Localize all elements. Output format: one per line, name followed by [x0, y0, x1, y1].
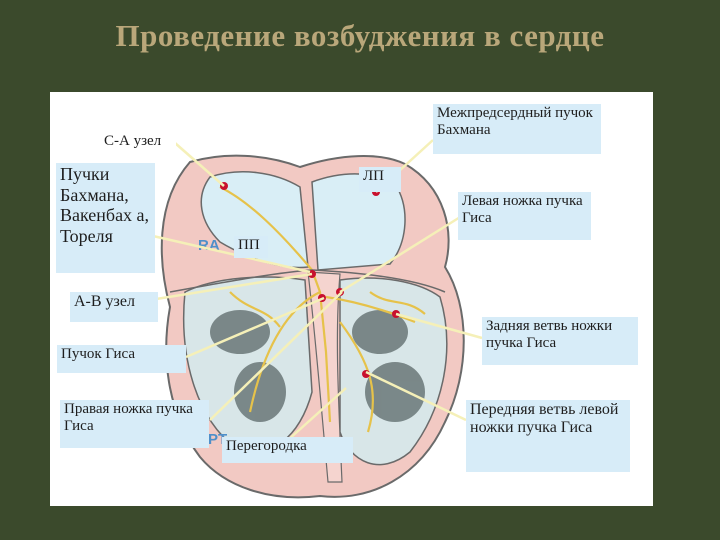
label-anterior-fascicle: Передняя ветвь левой ножки пучка Гиса	[466, 400, 630, 472]
label-bachmann-bundles: Пучки Бахмана, Вакенбах а, Тореля	[56, 163, 155, 273]
label-la: ЛП	[359, 167, 401, 192]
myocardium-texture	[210, 310, 425, 422]
label-left-bundle-branch: Левая ножка пучка Гиса	[458, 192, 591, 240]
label-his-bundle: Пучок Гиса	[57, 345, 186, 373]
label-ra: ПП	[234, 236, 268, 258]
label-bachmann-interatrial: Межпредсердный пучок Бахмана	[433, 104, 601, 154]
conduction-fibers	[219, 186, 426, 433]
label-av-node: А-В узел	[70, 292, 158, 322]
label-sa-node: С-А узел	[100, 132, 176, 152]
label-right-bundle-branch: Правая ножка пучка Гиса	[60, 400, 209, 448]
slide-title: Проведение возбуджения в сердце	[115, 18, 605, 53]
label-septum: Перегородка	[222, 437, 353, 463]
label-posterior-fascicle: Задняя ветвь ножки пучка Гиса	[482, 317, 638, 365]
septum	[307, 271, 343, 483]
